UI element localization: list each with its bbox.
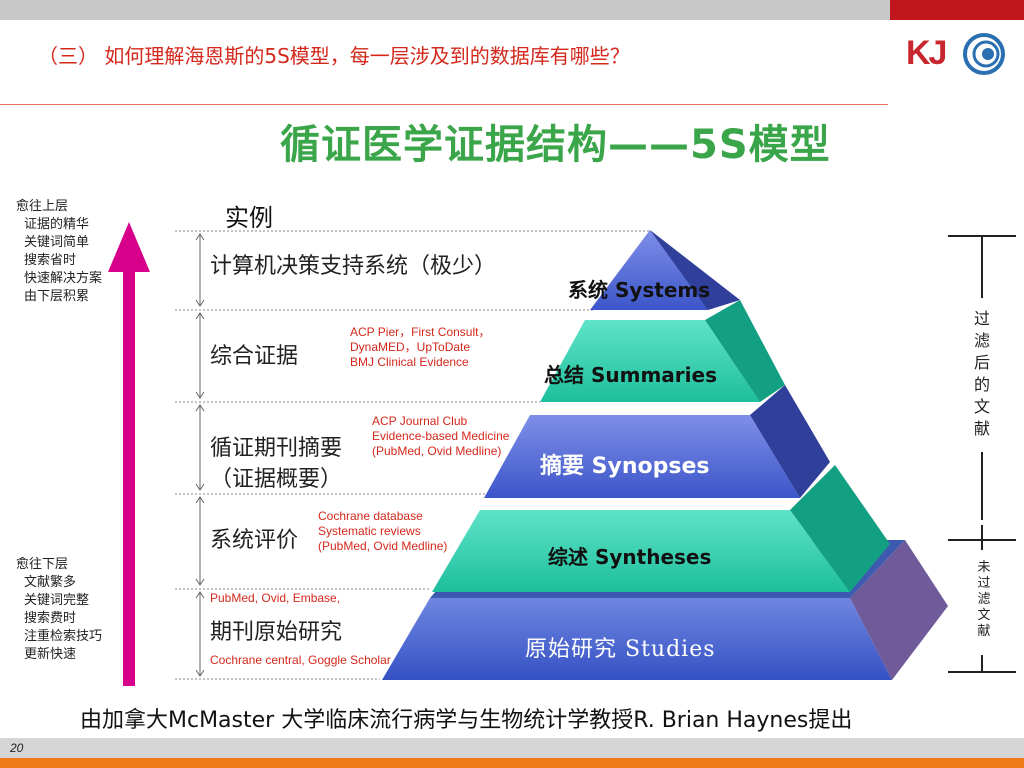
vertical-char: 滤 [977,592,991,607]
db-line: DynaMED，UpToDate [350,340,471,354]
db-synopses: ACP Journal Club Evidence-based Medicine… [372,414,509,459]
tier-label-systems: 系统 Systems [568,278,711,302]
kj-logo: KJ [906,32,1006,76]
footer-bar [0,738,1024,758]
db-line: Systematic reviews [318,524,421,538]
left-note-bottom-line: 更新快速 [24,647,77,662]
dotted-guides [175,230,650,680]
footer-orange-bar [0,758,1024,768]
left-note-top-line: 愈往上层 [16,199,69,214]
db-line: ACP Journal Club [372,414,468,428]
vertical-char: 滤 [973,331,990,350]
level-label-syntheses: 系统评价 [210,528,299,553]
db-line: (PubMed, Ovid Medline) [372,444,502,458]
vertical-char: 过 [973,309,990,328]
up-arrow-icon [108,222,150,686]
vertical-char: 献 [973,419,990,438]
top-gray-bar [0,0,890,20]
unfiltered-literature-label: 未过滤文献 [974,560,994,640]
level-label-summaries: 综合证据 [210,344,299,369]
vertical-char: 文 [973,397,990,416]
left-note-top-line: 快速解决方案 [24,271,103,286]
left-note-bottom-line: 关键词完整 [24,593,90,608]
examples-heading: 实例 [225,204,273,232]
tier-label-studies: 原始研究 Studies [525,637,716,662]
title-divider [0,104,888,105]
db-syntheses: Cochrane database Systematic reviews (Pu… [318,509,447,554]
left-note-top-line: 搜索省时 [24,253,77,268]
page-number: 20 [10,741,24,755]
db-line: Cochrane database [318,509,423,523]
db-line: (PubMed, Ovid Medline) [318,539,448,553]
filter-brackets [948,235,1016,673]
vertical-char: 献 [977,624,991,639]
db-studies-top: PubMed, Ovid, Embase, [210,591,341,605]
level-label-synopses: 循证期刊摘要 [210,436,343,461]
left-note-bottom-line: 愈往下层 [16,557,69,572]
tier-label-summaries: 总结 Summaries [544,363,717,387]
db-summaries: ACP Pier，First Consult， DynaMED，UpToDate… [350,325,490,370]
tier-label-syntheses: 综述 Syntheses [548,545,712,569]
left-note-top: 愈往上层 证据的精华 关键词简单 搜索省时 快速解决方案 由下层积累 [16,198,102,306]
logo-text: KJ [906,34,947,72]
level-label-systems: 计算机决策支持系统（极少） [210,254,497,279]
vertical-char: 的 [973,375,990,394]
vertical-char: 过 [977,576,991,591]
level-brackets [195,233,205,677]
left-note-top-line: 关键词简单 [24,235,90,250]
db-studies-bottom: Cochrane central, Goggle Scholar [210,653,391,667]
left-note-bottom-line: 搜索费时 [24,611,77,626]
left-note-bottom-line: 注重检索技巧 [24,629,103,644]
vertical-char: 后 [973,353,990,372]
db-line: ACP Pier，First Consult， [350,325,491,339]
main-title: 循证医学证据结构——5S模型 [280,122,831,168]
vertical-char: 未 [977,560,991,575]
level-label-studies: 期刊原始研究 [210,620,343,645]
level-label-synopses-sub: （证据概要） [210,467,343,492]
footer-credit: 由加拿大McMaster 大学临床流行病学与生物统计学教授R. Brian Ha… [80,708,853,733]
left-note-bottom-line: 文献繁多 [24,575,77,590]
logo-swirl-icon [963,33,1005,75]
filtered-literature-label: 过滤后的文献 [972,308,992,440]
db-line: Evidence-based Medicine [372,429,510,443]
left-note-top-line: 由下层积累 [24,289,90,304]
vertical-char: 文 [977,608,991,623]
tier-label-synopses: 摘要 Synopses [540,454,710,479]
left-note-top-line: 证据的精华 [24,217,90,232]
slide-title: （三） 如何理解海恩斯的5S模型，每一层涉及到的数据库有哪些？ [38,44,630,68]
db-line: BMJ Clinical Evidence [350,355,469,369]
pyramid-tiers [382,230,948,680]
top-red-block [890,0,1024,20]
left-note-bottom: 愈往下层 文献繁多 关键词完整 搜索费时 注重检索技巧 更新快速 [16,556,102,664]
